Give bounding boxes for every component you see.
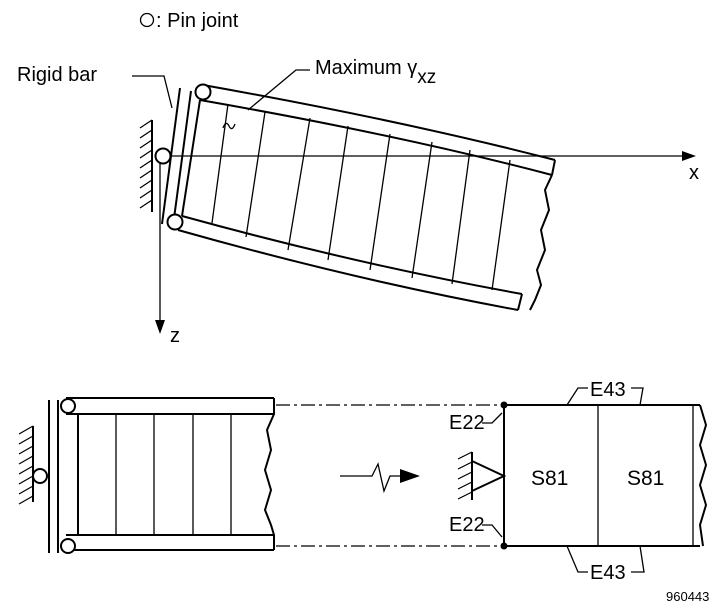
rigid-bar-leader bbox=[132, 75, 173, 109]
bottom-flange-outer-edge bbox=[177, 229, 519, 311]
edge-label-top: E43 bbox=[590, 379, 626, 401]
edge-label-bottom-leader-right bbox=[631, 545, 645, 573]
z-axis-label: z bbox=[170, 325, 180, 347]
edge-label-bottom-leader-left bbox=[566, 545, 588, 573]
pin-joint-legend-icon bbox=[139, 12, 155, 28]
rigid-bar-inner bbox=[172, 90, 192, 227]
edge-label-top-leader-left bbox=[566, 387, 588, 406]
shell-label-2: S81 bbox=[627, 467, 664, 490]
element-wall-hatching bbox=[457, 451, 473, 500]
upper-break-line bbox=[529, 174, 553, 311]
edge-label-top-leader-right bbox=[631, 387, 644, 406]
shell-label-1: S81 bbox=[531, 467, 568, 490]
top-flange-outer-edge bbox=[202, 84, 556, 161]
figure-id: 960443 bbox=[666, 589, 709, 604]
max-shear-label: Maximum γxz bbox=[315, 57, 436, 88]
element-break-line bbox=[698, 404, 708, 547]
pin-joint-bottom bbox=[166, 213, 184, 231]
lower-left-model bbox=[18, 397, 275, 554]
lower-left-break-line bbox=[263, 398, 275, 550]
upper-wall-hatching bbox=[139, 119, 153, 209]
pin-joint-middle bbox=[154, 147, 172, 165]
end-label-top-leader bbox=[482, 412, 503, 424]
end-label-top: E22 bbox=[449, 412, 485, 434]
end-label-bottom: E22 bbox=[449, 514, 485, 536]
element-model: S81 S81 E43 E43 E22 E22 bbox=[449, 379, 708, 584]
max-shear-leader bbox=[247, 69, 310, 111]
equivalence-arrow bbox=[340, 462, 420, 494]
upper-cross-section-lines bbox=[211, 103, 511, 291]
lower-pin-joint-bottom bbox=[60, 538, 76, 554]
max-shear-marker bbox=[222, 122, 236, 130]
gamma-symbol: γ bbox=[407, 57, 417, 79]
element-node-top bbox=[500, 401, 508, 409]
lower-pin-joint-top bbox=[60, 398, 76, 414]
x-axis-arrowhead bbox=[682, 151, 696, 161]
legend: : Pin joint bbox=[139, 10, 239, 32]
z-axis-arrowhead bbox=[155, 320, 165, 334]
bottom-flange-end-cap bbox=[517, 293, 523, 311]
top-flange-inner-edge bbox=[199, 99, 553, 176]
element-node-bottom bbox=[500, 542, 508, 550]
upper-left-end-line bbox=[181, 99, 201, 217]
pin-joint-top bbox=[194, 83, 212, 101]
deformed-beam bbox=[177, 84, 556, 311]
x-axis-label: x bbox=[689, 162, 699, 184]
edge-label-bottom: E43 bbox=[590, 562, 626, 584]
lower-pin-joint-middle bbox=[32, 468, 48, 484]
bottom-flange-inner-edge bbox=[181, 215, 523, 295]
lower-left-wall-hatching bbox=[18, 425, 34, 505]
upper-view: x z bbox=[17, 57, 699, 347]
end-label-bottom-leader bbox=[482, 524, 503, 538]
gamma-subscript: xz bbox=[417, 67, 436, 88]
rigid-bar-label: Rigid bar bbox=[17, 64, 97, 86]
top-flange-end-cap bbox=[551, 159, 556, 176]
pin-support-symbol bbox=[471, 460, 507, 492]
lower-cross-section-lines bbox=[115, 414, 232, 535]
legend-text: : Pin joint bbox=[156, 10, 239, 32]
